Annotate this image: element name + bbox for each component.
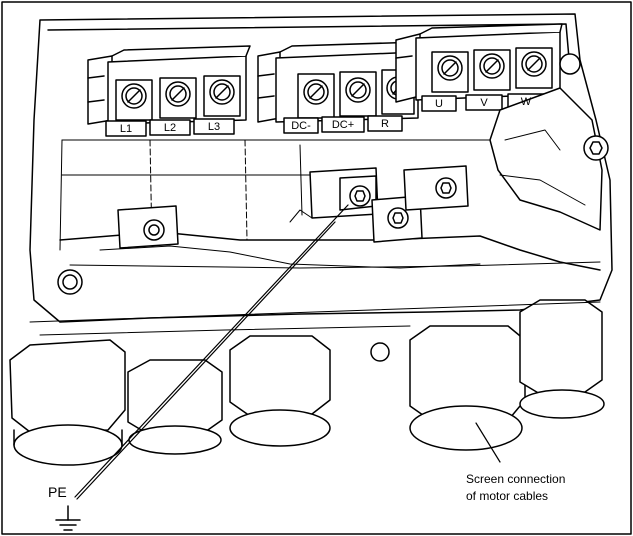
terminal-label-l1: L1 [120, 123, 132, 135]
terminal-label-u: U [435, 98, 443, 110]
mounting-hole [57, 269, 83, 295]
right-bracket [489, 87, 609, 231]
screen-leader-line [475, 422, 501, 463]
motor-terminal-block [395, 23, 581, 103]
dc-terminal-block [257, 41, 421, 123]
screen-connection-label-line1: Screen connection [466, 472, 565, 486]
cable-glands [9, 299, 605, 466]
screw-icon [121, 83, 147, 109]
screw-icon [479, 53, 505, 79]
inner-edge-left [59, 139, 63, 251]
screw-icon [437, 55, 463, 81]
hex-bolt-icon [583, 135, 609, 161]
terminal-label-dc-plus: DC+ [332, 119, 354, 131]
screw-icon [559, 53, 581, 75]
terminal-label-l2: L2 [164, 122, 176, 134]
terminal-label-l3: L3 [208, 121, 220, 133]
mounting-hole [370, 342, 390, 362]
screw-icon [165, 81, 191, 107]
pe-leader-line-2 [76, 221, 336, 500]
terminal-label-w: W [521, 96, 532, 108]
pe-leader-line-1 [74, 204, 349, 498]
screw-icon [521, 51, 547, 77]
inner-divider-3 [299, 144, 303, 216]
inner-divider-1 [149, 139, 153, 246]
terminal-label-r: R [381, 118, 389, 130]
pe-label: PE [48, 484, 67, 500]
terminal-label-dc-minus: DC- [291, 120, 311, 132]
screw-icon [345, 77, 371, 103]
inner-divider-2 [244, 139, 248, 241]
mains-terminal-block [87, 45, 251, 125]
pe-clamp-assembly [289, 165, 469, 243]
screw-icon [303, 79, 329, 105]
left-clamp [117, 205, 179, 249]
ledge-detail [99, 245, 481, 269]
ground-icon [55, 505, 81, 531]
screw-icon [209, 79, 235, 105]
screen-connection-label-line2: of motor cables [466, 489, 548, 503]
terminal-label-v: V [480, 97, 488, 109]
mounting-hole-inner [62, 274, 78, 290]
